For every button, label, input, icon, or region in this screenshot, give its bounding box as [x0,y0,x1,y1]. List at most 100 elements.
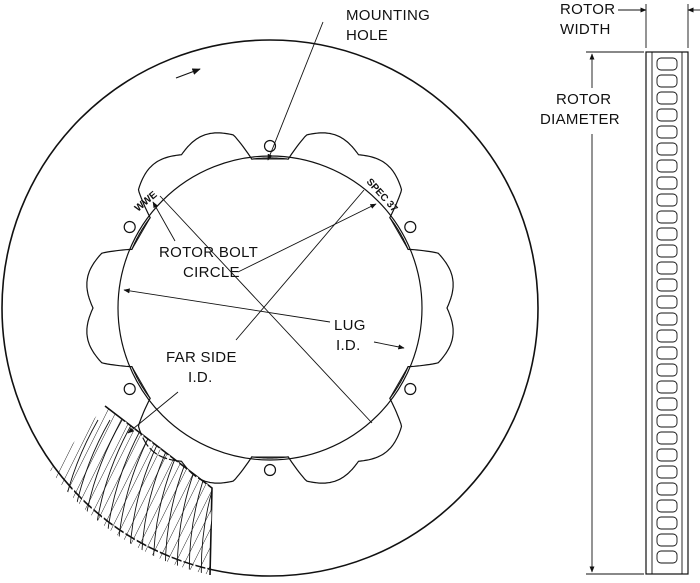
bolt-circle-leader-left [152,201,176,242]
profile-vane-slot [656,329,678,343]
label-lug-line1: LUG [334,317,366,334]
mounting-hole-boss [131,217,151,250]
rotor-side-profile [645,51,689,575]
center-diagonal [235,189,365,341]
hatch-line [292,400,392,583]
profile-vane-slot [656,499,678,513]
label-lug-line2: I.D. [336,337,361,354]
label-rotor-diameter-line2: DIAMETER [540,111,620,128]
hatch-line [229,400,329,583]
profile-vane-slot [656,431,678,445]
mounting-hole [404,382,417,396]
bolt-circle-leader-right [237,203,377,273]
label-far-side-line2: I.D. [188,369,213,386]
hatch-line [210,406,212,575]
label-bolt-circle-line2: CIRCLE [183,264,240,281]
profile-vane-slot [656,448,678,462]
mounting-hole [404,220,417,234]
label-rotor-width-line2: WIDTH [560,21,611,38]
profile-vane-slot [656,397,678,411]
hatch-line [50,406,105,575]
profile-vane-slot [656,108,678,122]
profile-vane-slot [656,414,678,428]
mounting-hole [263,463,277,477]
rotor-width-dimension [618,4,700,48]
profile-vane-slot [656,57,678,71]
profile-vane-slot [656,142,678,156]
rotor-diameter-dimension [586,51,644,575]
hat-scalloped-outline [86,132,454,484]
mounting-hole [123,382,136,396]
profile-vane-slot [656,278,678,292]
profile-vane-slot [656,210,678,224]
hatch-line [192,406,212,575]
mounting-hole-leader [267,21,324,161]
profile-vane-slot [656,261,678,275]
profile-vane-slot [656,380,678,394]
hatch-line [183,406,212,575]
profile-vane-slot [656,125,678,139]
hatch-line [147,406,212,575]
label-bolt-circle-line1: ROTOR BOLT [159,244,258,261]
hatch-line [50,406,96,575]
mounting-hole [123,220,136,234]
hatch-line [301,400,401,583]
profile-vane-slot [656,91,678,105]
profile-vane-slot [656,346,678,360]
profile-vane-slot [656,550,678,564]
hatch-line [174,406,212,575]
profile-vane-slot [656,312,678,326]
hatch-line [50,406,69,575]
vane-gap [205,419,212,575]
profile-vane-slot [656,176,678,190]
hatch-line [238,400,338,583]
profile-vane-slot [656,159,678,173]
label-rotor-width-line1: ROTOR [560,1,615,18]
profile-vane-slot [656,465,678,479]
hatch-line [283,400,383,583]
lug-id-dimension-left [123,288,331,323]
lug-id-circle [117,155,423,461]
hatch-line [201,406,212,575]
profile-vane-slot [656,193,678,207]
mounting-hole-boss [389,217,409,250]
hatch-line [256,400,356,583]
hatch-line [274,400,374,583]
vane [200,419,212,575]
far-side-diagonal [159,195,373,424]
stamp-spec: SPEC 37 [364,177,400,215]
hatch-line [247,400,347,583]
profile-vane-slot [656,533,678,547]
hatch-line [50,406,78,575]
profile-vane-slot [656,516,678,530]
rotation-arrow-icon [175,68,201,79]
hatch-line [50,406,132,575]
vane-gap [193,419,212,575]
far-side-leader [127,391,179,434]
lug-id-dimension-right [373,341,405,350]
label-far-side-line1: FAR SIDE [166,349,237,366]
label-rotor-diameter-line1: ROTOR [556,91,611,108]
mounting-hole-boss [389,366,409,399]
mounting-holes [123,139,417,477]
cutaway-vane-section [50,400,401,583]
mounting-hole [263,139,277,153]
profile-vane-slot [656,482,678,496]
rotor-outer-edge [1,39,539,577]
mounting-hole-boss [131,366,151,399]
hatch-line [220,400,320,583]
label-mounting-hole-line2: HOLE [346,27,388,44]
profile-vane-slot [656,363,678,377]
vane-gap [218,420,259,583]
profile-vane-slot [656,244,678,258]
hatch-line [50,406,51,575]
hatch-line [265,400,365,583]
profile-vane-slot [656,227,678,241]
profile-vane-slot [656,74,678,88]
label-mounting-hole-line1: MOUNTING [346,7,430,24]
profile-vane-slot [656,295,678,309]
hatch-line [165,406,212,575]
vane [213,420,254,583]
